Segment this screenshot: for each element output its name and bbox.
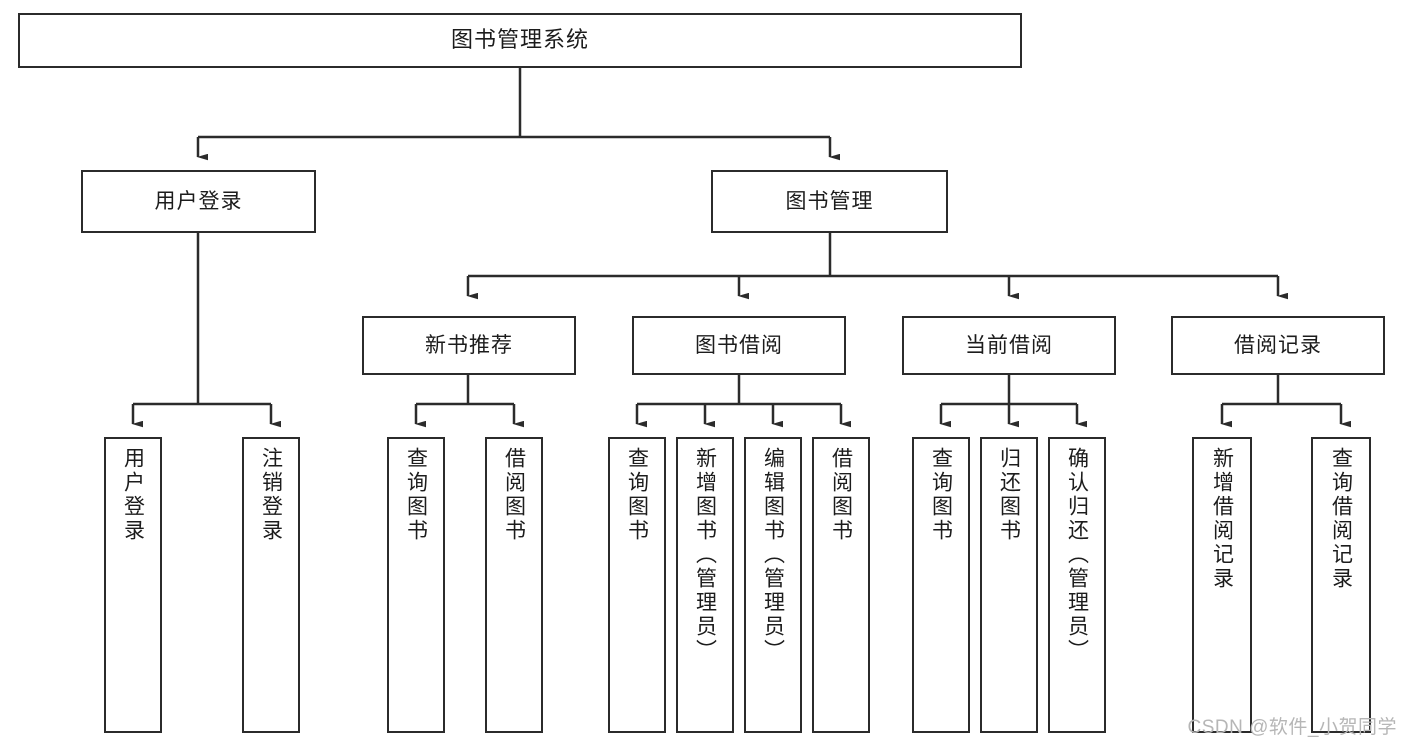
node-borrow-record[interactable]: 借阅记录 (1171, 316, 1385, 375)
node-leaf-query-book-3[interactable]: 查询图书 (912, 437, 970, 733)
node-book-manage-label: 图书管理 (785, 189, 874, 213)
node-current-borrow[interactable]: 当前借阅 (902, 316, 1116, 375)
node-leaf-confirm-return-label: 确认归还（管理员） (1065, 447, 1089, 663)
node-leaf-query-book-2-label: 查询图书 (625, 447, 649, 543)
node-borrow-record-label: 借阅记录 (1234, 333, 1322, 357)
node-leaf-user-login[interactable]: 用户登录 (104, 437, 162, 733)
node-leaf-borrow-book-2-label: 借阅图书 (829, 447, 853, 543)
node-user-login-label: 用户登录 (154, 189, 243, 213)
node-leaf-borrow-book-1-label: 借阅图书 (502, 447, 526, 543)
node-leaf-return-book-label: 归还图书 (997, 447, 1021, 543)
node-leaf-query-book-1-label: 查询图书 (404, 447, 428, 543)
node-user-login[interactable]: 用户登录 (81, 170, 316, 233)
node-leaf-query-book-2[interactable]: 查询图书 (608, 437, 666, 733)
node-book-manage[interactable]: 图书管理 (711, 170, 948, 233)
node-book-borrow[interactable]: 图书借阅 (632, 316, 846, 375)
watermark: CSDN @软件_小贺同学 (1187, 717, 1397, 738)
node-leaf-borrow-book-1[interactable]: 借阅图书 (485, 437, 543, 733)
node-root-label: 图书管理系统 (450, 27, 589, 53)
node-leaf-add-book[interactable]: 新增图书（管理员） (676, 437, 734, 733)
node-leaf-user-login-label: 用户登录 (121, 447, 145, 543)
node-root[interactable]: 图书管理系统 (18, 13, 1022, 68)
node-leaf-logout-label: 注销登录 (259, 447, 283, 543)
node-new-book-recommend-label: 新书推荐 (425, 333, 513, 357)
node-leaf-query-book-1[interactable]: 查询图书 (387, 437, 445, 733)
node-leaf-borrow-book-2[interactable]: 借阅图书 (812, 437, 870, 733)
node-leaf-return-book[interactable]: 归还图书 (980, 437, 1038, 733)
node-leaf-edit-book-label: 编辑图书（管理员） (761, 447, 785, 663)
node-leaf-query-record-label: 查询借阅记录 (1329, 447, 1353, 591)
node-leaf-add-book-label: 新增图书（管理员） (693, 447, 717, 663)
node-leaf-add-record-label: 新增借阅记录 (1210, 447, 1234, 591)
node-leaf-query-book-3-label: 查询图书 (929, 447, 953, 543)
node-leaf-logout[interactable]: 注销登录 (242, 437, 300, 733)
node-leaf-confirm-return[interactable]: 确认归还（管理员） (1048, 437, 1106, 733)
node-leaf-edit-book[interactable]: 编辑图书（管理员） (744, 437, 802, 733)
node-current-borrow-label: 当前借阅 (965, 333, 1053, 357)
node-new-book-recommend[interactable]: 新书推荐 (362, 316, 576, 375)
node-leaf-add-record[interactable]: 新增借阅记录 (1192, 437, 1252, 733)
node-book-borrow-label: 图书借阅 (695, 333, 783, 357)
node-leaf-query-record[interactable]: 查询借阅记录 (1311, 437, 1371, 733)
